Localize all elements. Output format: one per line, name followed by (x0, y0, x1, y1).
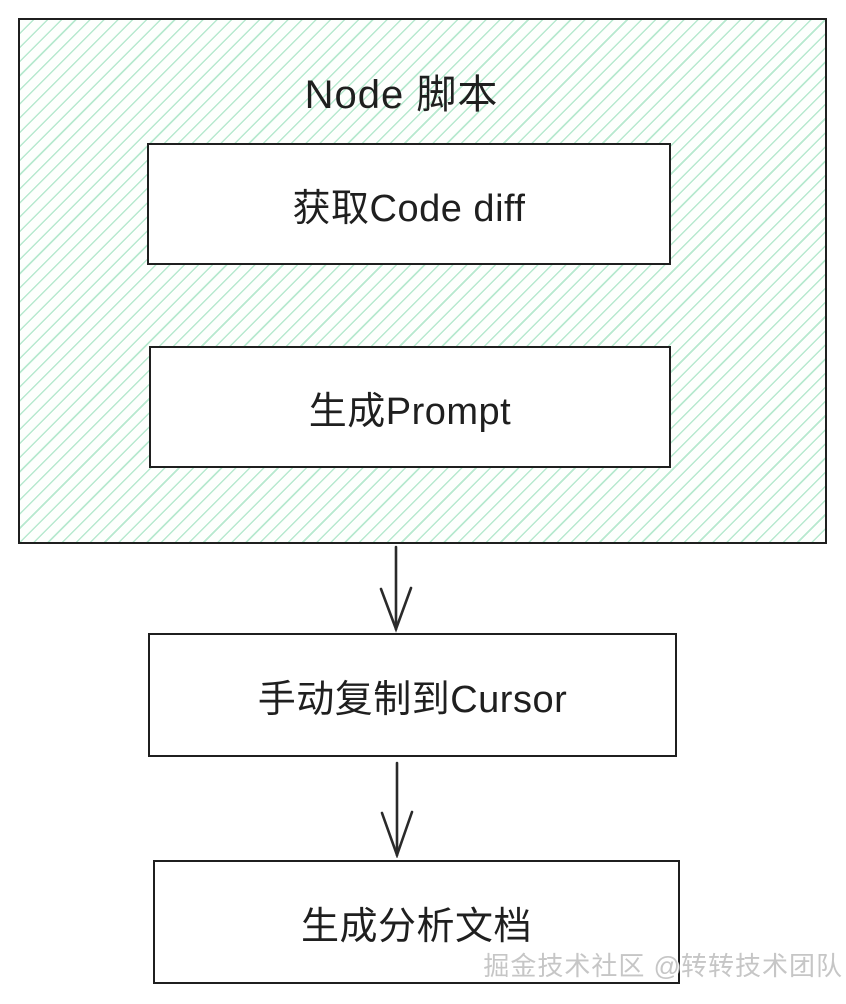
node-label: 生成Prompt (308, 390, 512, 433)
node-copy-to-cursor: 手动复制到Cursor (148, 633, 677, 757)
group-title: Node 脚本 (304, 73, 499, 117)
node-label: 手动复制到Cursor (257, 678, 568, 721)
node-generate-prompt: 生成Prompt (149, 346, 671, 468)
node-label: 获取Code diff (292, 187, 526, 230)
arrow-down-icon (379, 545, 413, 633)
node-label: 生成分析文档 (300, 905, 532, 948)
watermark: 掘金技术社区 @转转技术团队 (483, 951, 843, 981)
node-generate-analysis-doc: 生成分析文档 (153, 860, 680, 984)
node-get-code-diff: 获取Code diff (147, 143, 671, 265)
arrow-down-icon (380, 761, 414, 858)
